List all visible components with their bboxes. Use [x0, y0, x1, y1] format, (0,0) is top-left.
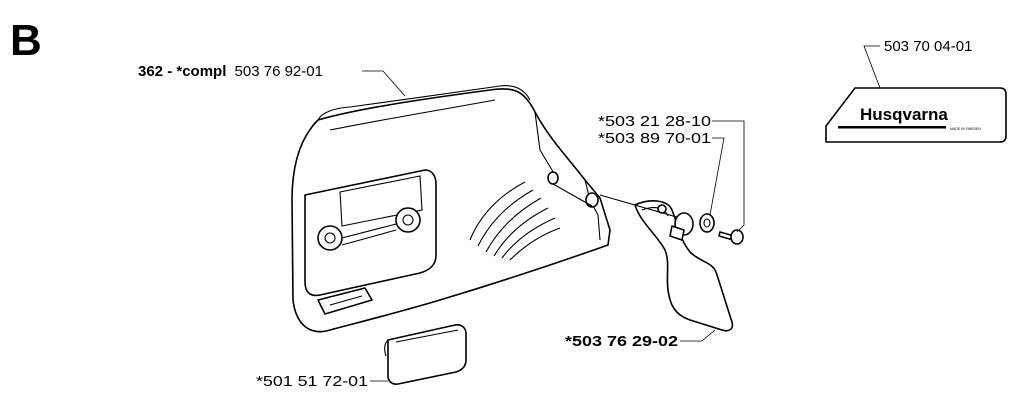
chain-cover-drawing [291, 85, 611, 333]
label-decal: 503 70 04-01 [884, 38, 972, 55]
rubber-pad-drawing [384, 324, 467, 385]
leader-lines [362, 45, 881, 382]
label-cover-prefix: 362 - *compl [138, 63, 226, 80]
label-cover-number: 503 76 92-01 [235, 63, 323, 80]
label-cover: 362 - *compl 503 76 92-01 [138, 63, 323, 80]
label-pad: *501 51 72-01 [256, 373, 368, 390]
husqvarna-decal: Husqvarna MADE IN SWEDEN [825, 87, 1007, 143]
label-upper-2: *503 89 70-01 [598, 130, 711, 147]
decal-brand-text: Husqvarna [860, 105, 948, 124]
hardware-drawing [599, 194, 744, 245]
label-upper-1: *503 21 28-10 [598, 113, 711, 130]
label-guard: *503 76 29-02 [565, 333, 678, 350]
decal-small-text: MADE IN SWEDEN [950, 127, 981, 131]
section-letter: B [10, 16, 42, 65]
